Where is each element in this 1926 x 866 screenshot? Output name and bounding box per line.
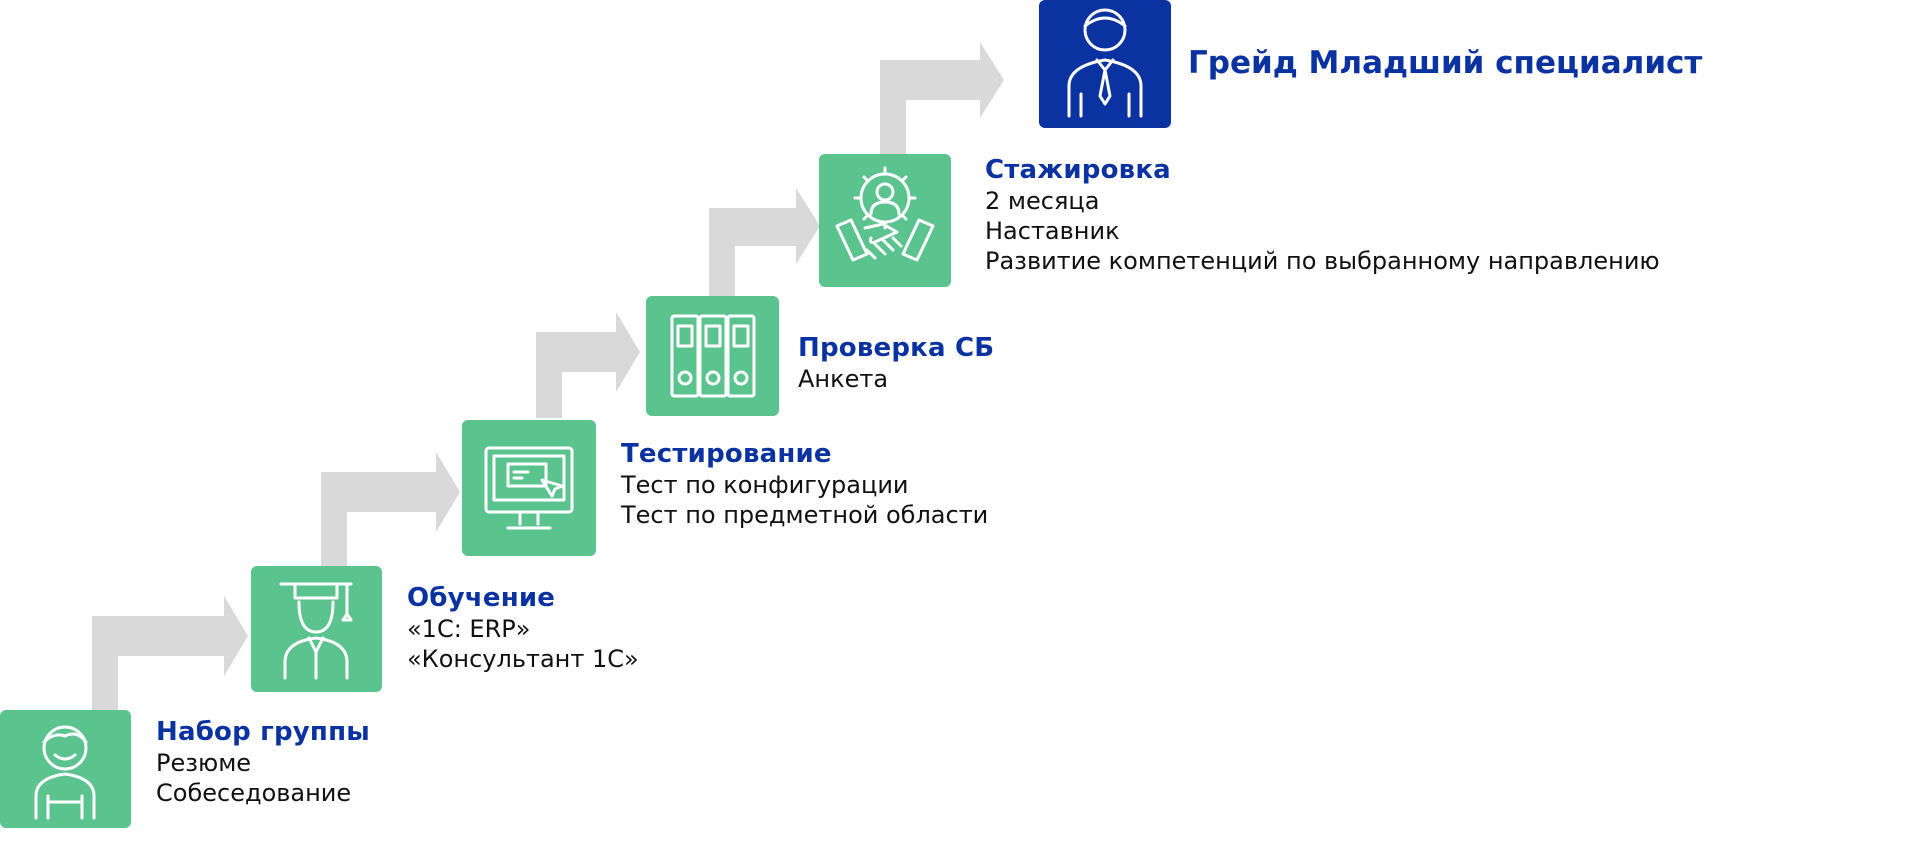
step-5-line-2: Наставник bbox=[985, 217, 1120, 245]
step-2-title: Обучение bbox=[407, 583, 556, 613]
step-5-title: Стажировка bbox=[985, 155, 1171, 185]
step-3-icon-box bbox=[462, 420, 596, 556]
final-icon-box bbox=[1039, 0, 1171, 128]
final-text: Грейд Младший специалист bbox=[1188, 44, 1702, 82]
computer-monitor-icon bbox=[484, 446, 574, 530]
step-2-line-2: «Консультант 1С» bbox=[407, 645, 639, 673]
arrow-1 bbox=[92, 596, 248, 710]
step-1-text: Набор группы Резюме Собеседование bbox=[156, 716, 370, 808]
arrow-3 bbox=[536, 312, 640, 418]
handshake-gear-icon bbox=[835, 166, 935, 262]
step-2-icon-box bbox=[251, 566, 382, 692]
step-2-text: Обучение «1С: ERP» «Консультант 1С» bbox=[407, 582, 639, 674]
step-1-line-1: Резюме bbox=[156, 749, 252, 777]
step-3-line-2: Тест по предметной области bbox=[621, 501, 989, 529]
step-3-title: Тестирование bbox=[621, 439, 832, 469]
step-1-title: Набор группы bbox=[156, 717, 370, 747]
step-2-line-1: «1С: ERP» bbox=[407, 615, 531, 643]
step-3-text: Тестирование Тест по конфигурации Тест п… bbox=[621, 438, 988, 530]
businessman-icon bbox=[1067, 8, 1143, 118]
binders-icon bbox=[670, 314, 756, 398]
step-3-line-1: Тест по конфигурации bbox=[621, 471, 909, 499]
step-5-line-1: 2 месяца bbox=[985, 187, 1100, 215]
graduate-icon bbox=[279, 582, 353, 680]
final-title: Грейд Младший специалист bbox=[1188, 45, 1703, 81]
arrow-4 bbox=[709, 188, 820, 296]
step-1-line-2: Собеседование bbox=[156, 779, 352, 807]
person-icon bbox=[34, 725, 96, 820]
arrow-2 bbox=[321, 452, 460, 566]
step-1-icon-box bbox=[0, 710, 131, 828]
step-5-line-3: Развитие компетенций по выбранному напра… bbox=[985, 247, 1660, 275]
arrow-5 bbox=[880, 42, 1004, 154]
step-4-icon-box bbox=[646, 296, 779, 416]
step-4-text: Проверка СБ Анкета bbox=[798, 332, 994, 394]
step-4-title: Проверка СБ bbox=[798, 333, 995, 363]
step-4-line-1: Анкета bbox=[798, 365, 889, 393]
step-5-text: Стажировка 2 месяца Наставник Развитие к… bbox=[985, 154, 1660, 276]
step-5-icon-box bbox=[819, 154, 951, 287]
